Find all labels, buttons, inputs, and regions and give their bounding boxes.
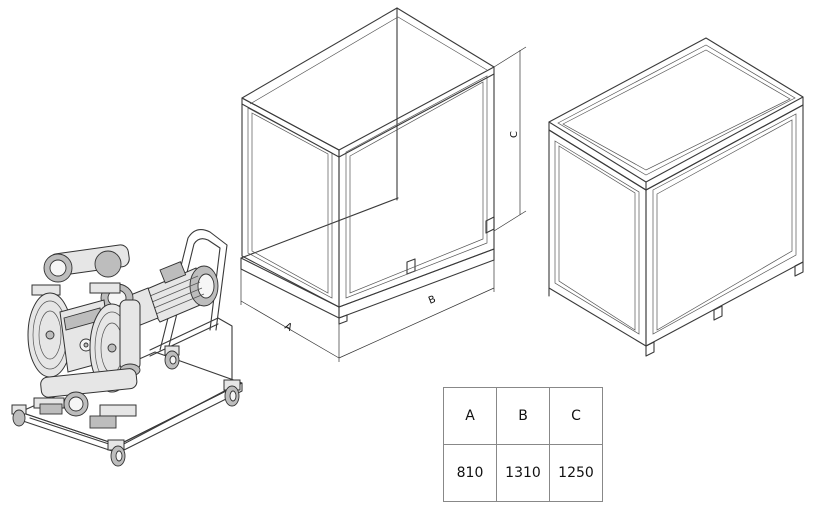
dimensions-header-row: A B C — [443, 387, 603, 445]
value-a: 810 — [443, 444, 497, 502]
value-c: 1250 — [549, 444, 603, 502]
electric-motor — [127, 261, 219, 327]
header-c: C — [549, 387, 603, 445]
bottom-manifold — [33, 368, 138, 429]
wheel-front-right — [223, 379, 241, 407]
open-crate-front-panel — [338, 66, 495, 308]
open-crate-left-panel — [241, 97, 340, 308]
wheel-back-left — [164, 345, 180, 370]
wheel-front-left — [107, 439, 126, 467]
dimension-label-b: B — [427, 294, 438, 307]
closed-crate-front-side — [645, 104, 804, 347]
closed-crate-lid — [548, 37, 804, 191]
pump-trolley — [11, 229, 243, 467]
header-a: A — [443, 387, 497, 445]
dimensions-value-row: 810 1310 1250 — [443, 444, 603, 502]
dimension-lines — [240, 46, 527, 362]
header-b: B — [496, 387, 550, 445]
dimensions-table: A B C 810 1310 1250 — [443, 387, 603, 502]
value-b: 1310 — [496, 444, 550, 502]
dimension-label-c: C — [509, 131, 520, 138]
closed-crate-left-side — [548, 129, 647, 347]
wheel-back-right — [11, 404, 27, 427]
closed-crate — [548, 37, 804, 357]
dimension-label-a: A — [283, 321, 294, 334]
center-pipe — [119, 299, 141, 377]
open-crate — [240, 7, 495, 325]
